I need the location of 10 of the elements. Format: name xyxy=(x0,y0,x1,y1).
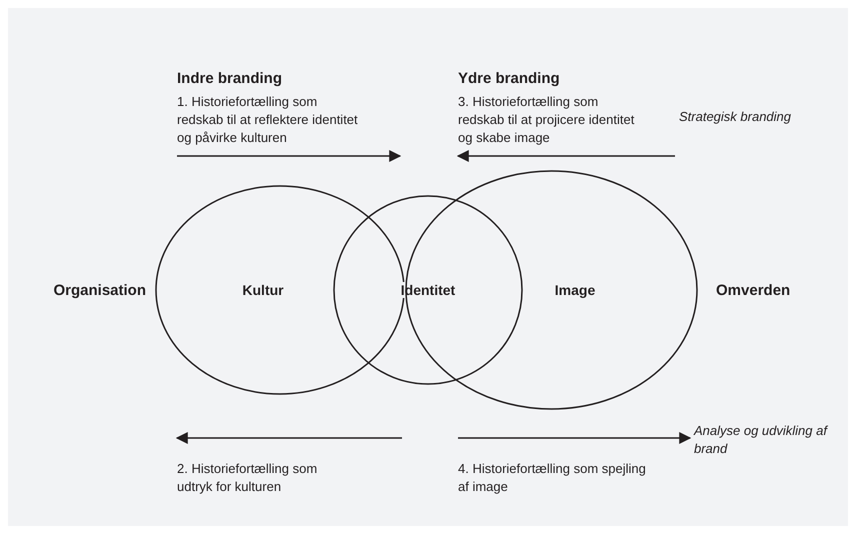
heading-text: Omverden xyxy=(716,282,792,300)
heading-text: Indre branding xyxy=(177,70,283,88)
caption-text: 2. Historiefortælling som udtryk for kulturen xyxy=(177,460,318,496)
caption-text: Strategisk branding xyxy=(679,108,792,126)
caption-text: Analyse og udvikling af brand xyxy=(694,422,829,458)
caption-text: 1. Historiefortælling som redskab til at reflektere identitet og påvirke kulturen xyxy=(177,93,359,147)
caption-text: 3. Historiefortælling som redskab til at projicere identitet og skabe image xyxy=(458,93,636,147)
heading-text: Ydre branding xyxy=(458,70,561,88)
caption-text: 4. Historiefortælling som spejling af image xyxy=(458,460,647,496)
heading-text: Organisation xyxy=(52,282,146,300)
